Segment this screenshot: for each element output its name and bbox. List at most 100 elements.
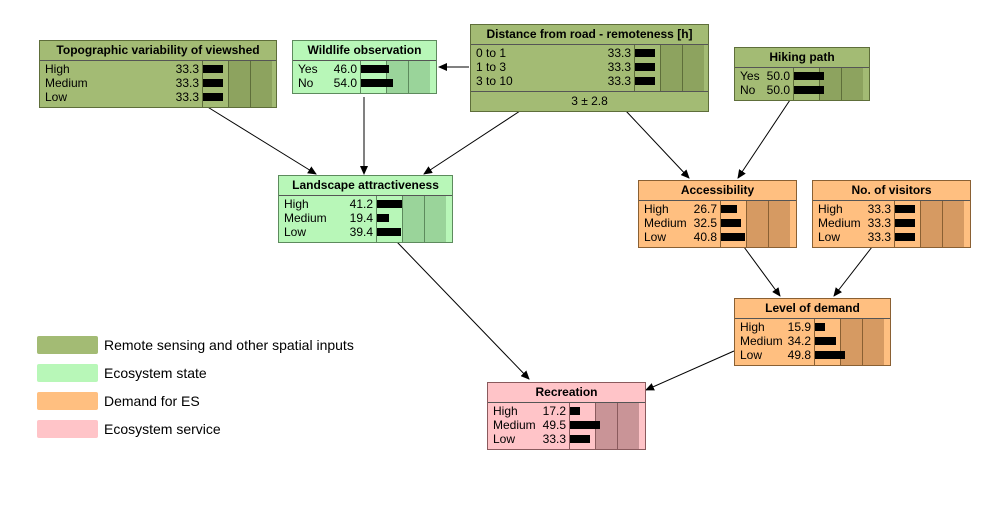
legend-swatch <box>37 364 98 382</box>
state-value: 50.0 <box>766 69 790 83</box>
probability-bar <box>361 79 393 87</box>
probability-bar <box>570 407 580 415</box>
probability-bar <box>895 233 915 241</box>
state-value: 41.2 <box>349 197 373 211</box>
state-value: 54.0 <box>333 76 357 90</box>
node-title: Distance from road - remoteness [h] <box>471 25 708 45</box>
state-label: Medium <box>740 334 783 348</box>
edge-distance-landscape <box>423 110 521 175</box>
state-value: 17.2 <box>542 404 566 418</box>
state-value: 33.3 <box>867 230 891 244</box>
node-title: Wildlife observation <box>293 41 436 61</box>
state-value: 33.3 <box>175 90 199 104</box>
probability-bar <box>570 421 600 429</box>
node-mean: 3 ± 2.8 <box>471 91 708 111</box>
state-label: High <box>493 404 518 418</box>
state-value: 49.8 <box>787 348 811 362</box>
state-row: High 15.9 <box>735 320 890 334</box>
state-value: 33.3 <box>175 62 199 76</box>
probability-bar <box>377 214 389 222</box>
state-label: High <box>740 320 765 334</box>
node-title: Hiking path <box>735 48 869 68</box>
probability-bar <box>895 219 915 227</box>
node-title: Topographic variability of viewshed <box>40 41 276 61</box>
probability-bar <box>721 233 745 241</box>
state-label: 3 to 10 <box>476 74 513 88</box>
state-value: 33.3 <box>867 202 891 216</box>
probability-bar <box>815 351 845 359</box>
probability-bar <box>377 228 401 236</box>
legend-label: Ecosystem state <box>104 365 207 381</box>
rows-padding <box>639 244 796 247</box>
rows-padding <box>813 244 970 247</box>
state-row: No 54.0 <box>293 76 436 90</box>
probability-bar <box>203 65 223 73</box>
state-label: 1 to 3 <box>476 60 507 74</box>
state-value: 39.4 <box>349 225 373 239</box>
rows-padding <box>293 90 436 93</box>
state-label: Medium <box>644 216 687 230</box>
node-topographic-variability[interactable]: Topographic variability of viewshed High… <box>39 40 277 108</box>
state-label: Low <box>45 90 68 104</box>
state-value: 33.3 <box>607 74 631 88</box>
probability-bar <box>895 205 915 213</box>
legend-label: Ecosystem service <box>104 421 221 437</box>
edge-visitors-demand <box>833 246 873 297</box>
state-value: 15.9 <box>787 320 811 334</box>
legend-swatch <box>37 392 98 410</box>
rows-padding <box>279 239 452 242</box>
probability-bar <box>815 323 825 331</box>
edge-hiking-access <box>737 99 791 179</box>
node-title: Landscape attractiveness <box>279 176 452 196</box>
edge-topo-landscape <box>205 105 317 175</box>
state-label: High <box>644 202 669 216</box>
node-title: Level of demand <box>735 299 890 319</box>
state-row: 3 to 10 33.3 <box>471 74 708 88</box>
state-label: Medium <box>284 211 327 225</box>
state-label: High <box>284 197 309 211</box>
rows-padding <box>40 104 276 107</box>
legend-swatch <box>37 420 98 438</box>
state-row: High 17.2 <box>488 404 645 418</box>
probability-bar <box>570 435 590 443</box>
state-value: 49.5 <box>542 418 566 432</box>
node-distance-from-road[interactable]: Distance from road - remoteness [h] 0 to… <box>470 24 709 112</box>
rows-padding <box>735 362 890 365</box>
state-label: Yes <box>298 62 318 76</box>
edge-demand-recreation <box>645 350 735 391</box>
state-value: 33.3 <box>867 216 891 230</box>
probability-bar <box>635 49 655 57</box>
state-value: 33.3 <box>607 46 631 60</box>
state-label: No <box>298 76 314 90</box>
edge-distance-access <box>625 110 690 179</box>
state-label: Low <box>493 432 516 446</box>
legend-label: Remote sensing and other spatial inputs <box>104 337 354 353</box>
state-label: Medium <box>45 76 88 90</box>
